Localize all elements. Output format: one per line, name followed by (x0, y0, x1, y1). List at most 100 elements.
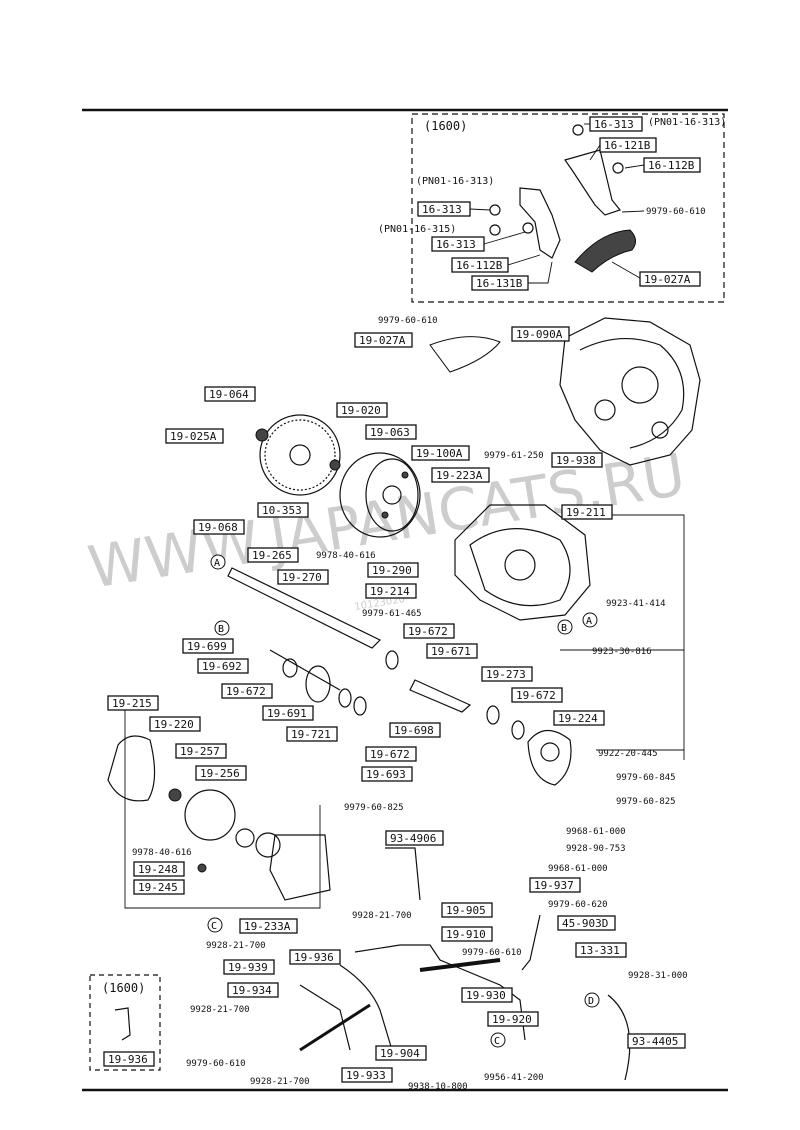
svg-text:19-248: 19-248 (138, 863, 178, 876)
marker-a: A (210, 554, 226, 570)
part-number-9979-60-610: 9979-60-610 (462, 948, 522, 958)
svg-text:19-211: 19-211 (566, 506, 606, 519)
part-label-19-270: 19-270 (277, 569, 329, 585)
gasket-part (429, 336, 501, 373)
part-label-10-353: 10-353 (257, 502, 309, 518)
part-label-19-671: 19-671 (426, 643, 478, 659)
svg-text:19-214: 19-214 (370, 585, 410, 598)
svg-text:19-068: 19-068 (198, 521, 238, 534)
svg-text:19-265: 19-265 (252, 549, 292, 562)
leader (621, 210, 645, 213)
svg-text:19-027A: 19-027A (644, 273, 691, 286)
part-label-93-4405: 93-4405 (627, 1033, 686, 1049)
part-number-9928-21-700: 9928-21-700 (250, 1077, 310, 1087)
part-number-9979-61-250: 9979-61-250 (484, 451, 544, 461)
part-label-19-100a: 19-100A (411, 445, 470, 461)
part-label-45-903d: 45-903D (557, 915, 616, 931)
leader (589, 144, 601, 161)
part-number-9928-21-700: 9928-21-700 (352, 911, 412, 921)
part-label-19-020: 19-020 (336, 402, 388, 418)
part-label-19-933: 19-933 (341, 1067, 393, 1083)
svg-text:16-131B: 16-131B (476, 277, 523, 290)
svg-text:19-930: 19-930 (466, 989, 506, 1002)
svg-text:19-257: 19-257 (180, 745, 220, 758)
callout-title: (1600) (424, 119, 467, 133)
part-label-19-090a: 19-090A (511, 326, 570, 342)
part-number-9928-31-000: 9928-31-000 (628, 971, 688, 981)
part-label-19-025a: 19-025A (165, 428, 224, 444)
svg-text:93-4405: 93-4405 (632, 1035, 678, 1048)
part-label-19-245: 19-245 (133, 879, 185, 895)
svg-text:19-090A: 19-090A (516, 328, 563, 341)
part-label-19-910: 19-910 (441, 926, 493, 942)
svg-text:19-100A: 19-100A (416, 447, 463, 460)
svg-text:19-223A: 19-223A (436, 469, 483, 482)
part-number-9979-60-825: 9979-60-825 (344, 803, 404, 813)
svg-text:19-290: 19-290 (372, 564, 412, 577)
svg-text:C: C (211, 921, 217, 932)
part-label-19-936: 19-936 (289, 949, 341, 965)
leader (469, 208, 491, 211)
part-label-13-331: 13-331 (575, 942, 627, 958)
svg-text:19-933: 19-933 (346, 1069, 386, 1082)
svg-text:16-112B: 16-112B (456, 259, 503, 272)
svg-text:19-698: 19-698 (394, 724, 434, 737)
part-label-19-672: 19-672 (511, 687, 563, 703)
part-label-19-211: 19-211 (561, 504, 613, 520)
callout-1600-bottom: (1600) 19-936 (89, 974, 161, 1071)
svg-text:19-220: 19-220 (154, 718, 194, 731)
svg-text:19-904: 19-904 (380, 1047, 420, 1060)
svg-text:19-215: 19-215 (112, 697, 152, 710)
marker-b: B (557, 619, 573, 635)
shafts (227, 567, 525, 740)
svg-text:16-313: 16-313 (422, 203, 462, 216)
svg-text:19-691: 19-691 (267, 707, 307, 720)
svg-text:A: A (586, 616, 592, 627)
part-label-19-692: 19-692 (197, 658, 249, 674)
svg-text:B: B (561, 623, 567, 634)
svg-text:19-273: 19-273 (486, 668, 526, 681)
label-19-936-callout: 19-936 (103, 1051, 155, 1067)
part-label-19-904: 19-904 (375, 1045, 427, 1061)
part-label-19-265: 19-265 (247, 547, 299, 563)
leader (483, 231, 526, 245)
part-label-19-693: 19-693 (361, 766, 413, 782)
leader (528, 261, 553, 284)
svg-text:19-671: 19-671 (431, 645, 471, 658)
svg-text:16-112B: 16-112B (648, 159, 695, 172)
svg-text:19-027A: 19-027A (359, 334, 406, 347)
svg-text:B: B (218, 624, 224, 635)
part-label-19-248: 19-248 (133, 861, 185, 877)
torque-converter (339, 452, 421, 538)
part-number-9979-60-825: 9979-60-825 (616, 797, 676, 807)
label-9979-60-610-callout: 9979-60-610 (646, 207, 706, 217)
svg-text:19-939: 19-939 (228, 961, 268, 974)
part-label-19-691: 19-691 (262, 705, 314, 721)
callout-1600-top: (1600) (PN01-16-313) (PN01-16-313) (PN01… (378, 113, 726, 303)
svg-text:C: C (494, 1036, 500, 1047)
svg-text:19-064: 19-064 (209, 388, 249, 401)
part-label-19-214: 19-214 (365, 583, 417, 599)
marker-a: A (582, 612, 598, 628)
svg-text:93-4906: 93-4906 (390, 832, 436, 845)
callout-frame (411, 113, 725, 303)
part-label-19-224: 19-224 (553, 710, 605, 726)
label-16-313-b: 16-313 (417, 201, 471, 217)
callout-note-3: (PN01-16-315) (378, 224, 456, 235)
bolt-part (572, 124, 584, 136)
part-label-19-256: 19-256 (195, 765, 247, 781)
part-label-19-721: 19-721 (286, 726, 338, 742)
part-label-19-939: 19-939 (223, 959, 275, 975)
heat-shield-part (574, 229, 636, 273)
part-number-9928-90-753: 9928-90-753 (566, 844, 626, 854)
label-16-112b-a: 16-112B (643, 157, 701, 173)
circle-markers: A A B B C C D (207, 554, 600, 1048)
part-label-19-672: 19-672 (221, 683, 273, 699)
label-16-112b-b: 16-112B (451, 257, 509, 273)
part-label-19-938: 19-938 (551, 452, 603, 468)
part-number-9922-20-445: 9922-20-445 (598, 749, 658, 759)
part-label-19-934: 19-934 (227, 982, 279, 998)
callout-bottom-title: (1600) (102, 981, 145, 995)
svg-text:19-672: 19-672 (408, 625, 448, 638)
svg-text:19-672: 19-672 (226, 685, 266, 698)
